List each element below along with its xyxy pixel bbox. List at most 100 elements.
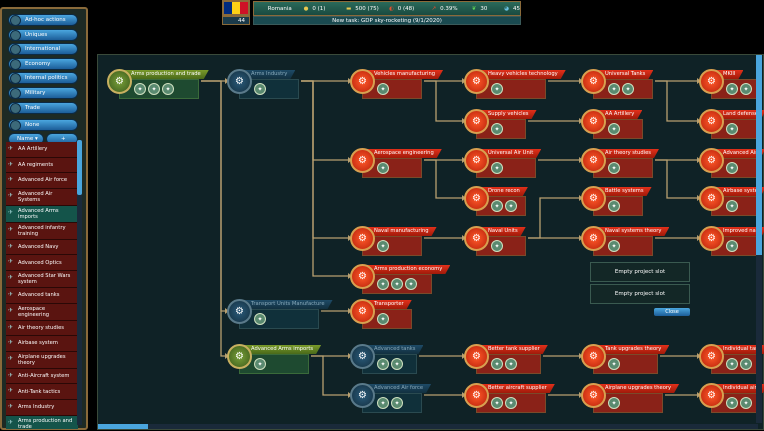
category-international[interactable]: International: [8, 43, 78, 56]
tech-node[interactable]: ⚙Advanced Air force✦✦: [350, 383, 470, 417]
requirement-badge-icon: ✦: [491, 240, 503, 252]
category-label: Military: [25, 90, 46, 96]
points-value: 44: [238, 18, 245, 24]
tech-icon: ⚙: [581, 69, 606, 94]
leaf-icon: ❦: [471, 5, 477, 12]
list-item-label: Advanced Arms imports: [18, 207, 59, 220]
list-item[interactable]: ✈Advanced Star Wars system: [6, 270, 78, 288]
list-item[interactable]: ✈Aerospace engineering: [6, 303, 78, 321]
tech-node[interactable]: ⚙Individual airp✦✦: [699, 383, 764, 417]
tech-node[interactable]: ⚙Naval manufacturing✦: [350, 226, 470, 260]
empty-project-slot[interactable]: Empty project slot: [590, 262, 690, 282]
category-label: Uniques: [25, 31, 48, 38]
category-icon: [10, 15, 21, 26]
tech-node[interactable]: ⚙MKIII✦✦: [699, 69, 764, 103]
category-trade[interactable]: Trade: [8, 101, 78, 114]
tech-node[interactable]: ⚙Naval systems theory✦: [581, 226, 701, 260]
tech-node[interactable]: ⚙Universal Air Unit✦: [464, 148, 584, 182]
tech-node[interactable]: ⚙Arms production and trade✦✦✦: [107, 69, 227, 103]
tech-icon: ⚙: [581, 148, 606, 173]
list-item[interactable]: ✈Advanced Navy: [6, 239, 78, 256]
requirement-badge-icon: ✦: [726, 200, 738, 212]
tech-node[interactable]: ⚙Aerospace engineering✦: [350, 148, 470, 182]
list-item[interactable]: ✈Advanced Air force: [6, 173, 78, 189]
factory-icon: ✈: [8, 402, 14, 410]
list-item[interactable]: ✈AA regiments: [6, 157, 78, 174]
list-item[interactable]: ✈Advanced Air Systems: [6, 188, 78, 206]
tech-node[interactable]: ⚙Drone recon✦✦: [464, 186, 584, 220]
filter-dropdown[interactable]: None: [8, 119, 78, 131]
connector-line: [424, 80, 462, 122]
list-item[interactable]: ✈Anti-Aircraft system: [6, 368, 78, 385]
tech-node[interactable]: ⚙Better aircraft supplier✦✦: [464, 383, 584, 417]
tech-node[interactable]: ⚙Better tank supplier✦✦: [464, 344, 584, 378]
category-uniques[interactable]: Uniques: [8, 28, 78, 41]
list-scrollbar-thumb[interactable]: [77, 140, 82, 195]
tech-node[interactable]: ⚙Airbase syste✦: [699, 186, 764, 220]
tech-node[interactable]: ⚙Air theory studies✦: [581, 148, 701, 182]
tech-node[interactable]: ⚙Advanced Arms imports✦: [227, 344, 347, 378]
list-scrollbar[interactable]: [77, 140, 82, 425]
requirement-badge-icon: ✦: [377, 278, 389, 290]
category-icon: [10, 58, 21, 70]
list-item[interactable]: ✈Airbase system: [6, 336, 78, 352]
list-item[interactable]: ✈Arms Industry: [6, 399, 78, 416]
tech-node[interactable]: ⚙Tank upgrades theory✦: [581, 344, 701, 378]
tree-vertical-scrollbar-thumb[interactable]: [756, 55, 762, 255]
list-item[interactable]: ✈Advanced infantry training: [6, 222, 78, 240]
tech-node[interactable]: ⚙Improved nav✦: [699, 226, 764, 260]
tech-node[interactable]: ⚙Individual tank✦✦: [699, 344, 764, 378]
tech-node[interactable]: ⚙Advanced Air✦: [699, 148, 764, 182]
list-item[interactable]: ✈AA Artillery: [6, 142, 78, 158]
category-military[interactable]: Military: [8, 87, 78, 99]
tech-node[interactable]: ⚙Naval Units✦: [464, 226, 584, 260]
list-item[interactable]: ✈Air theory studies: [6, 320, 78, 337]
tech-node[interactable]: ⚙Airplane upgrades theory✦: [581, 383, 701, 417]
list-item[interactable]: ✈Anti-Tank tactics: [6, 384, 78, 400]
tech-node[interactable]: ⚙Universal Tanks✦✦: [581, 69, 701, 103]
country-flag: [222, 0, 250, 16]
category-economy[interactable]: Economy: [8, 57, 78, 70]
requirement-badge-icon: ✦: [505, 200, 517, 212]
list-item[interactable]: ✈Advanced Optics: [6, 255, 78, 271]
list-item-label: Air theory studies: [18, 324, 64, 331]
empty-project-slot[interactable]: Empty project slot: [590, 284, 690, 304]
stat-globe: 45: [513, 5, 520, 12]
tech-node[interactable]: ⚙Heavy vehicles technology✦: [464, 69, 584, 103]
tech-node[interactable]: ⚙Arms Industry✦: [227, 69, 347, 103]
category-ad-hoc-actions[interactable]: Ad-hoc actions: [8, 14, 78, 26]
tech-label: Heavy vehicles technology: [478, 70, 566, 79]
list-item[interactable]: ✈Airplane upgrades theory: [6, 351, 78, 369]
list-item-label: Advanced infantry training: [18, 224, 66, 237]
country-name: Romania: [267, 5, 292, 12]
tech-node[interactable]: ⚙Transport Units Manufacture✦: [227, 299, 347, 333]
tech-node[interactable]: ⚙Supply vehicles✦: [464, 109, 584, 143]
tech-node[interactable]: ⚙Land defense✦: [699, 109, 764, 143]
tech-node[interactable]: ⚙Vehicles manufacturing✦: [350, 69, 470, 103]
tree-horizontal-scrollbar[interactable]: [98, 424, 758, 429]
tech-node[interactable]: ⚙Transporter✦: [350, 299, 470, 333]
task-bar[interactable]: New task: GDP sky-rocketing (9/1/2020): [253, 16, 521, 25]
requirement-badge-icon: ✦: [608, 162, 620, 174]
list-item-label: Aerospace engineering: [18, 305, 50, 318]
requirement-badge-icon: ✦: [162, 83, 174, 95]
tech-tree-panel: ⚙Arms production and trade✦✦✦⚙Arms Indus…: [97, 54, 764, 430]
tech-node[interactable]: ⚙AA Artillery✦: [581, 109, 701, 143]
tech-label: AA Artillery: [595, 110, 642, 119]
close-button[interactable]: Close: [654, 308, 690, 316]
requirement-badge-icon: ✦: [377, 313, 389, 325]
list-item[interactable]: ✈Arms production and trade: [6, 415, 78, 429]
list-item[interactable]: ✈Advanced tanks: [6, 287, 78, 304]
tech-node[interactable]: ⚙Arms production economy✦✦✦: [350, 264, 470, 298]
requirement-badge-icon: ✦: [491, 358, 503, 370]
plane-icon: ✈: [8, 339, 14, 347]
tree-horizontal-scrollbar-thumb[interactable]: [98, 424, 148, 429]
tech-icon: ⚙: [581, 383, 606, 408]
tech-node[interactable]: ⚙Advanced tanks✦✦: [350, 344, 470, 378]
plane-icon: ✈: [8, 191, 14, 199]
tech-label: Drone recon: [478, 187, 528, 196]
stat-growth: 0.39%: [440, 5, 458, 12]
list-item[interactable]: ✈Advanced Arms imports: [6, 205, 78, 223]
tech-node[interactable]: ⚙Battle systems✦: [581, 186, 701, 220]
category-internal-politics[interactable]: Internal politics: [8, 72, 78, 85]
